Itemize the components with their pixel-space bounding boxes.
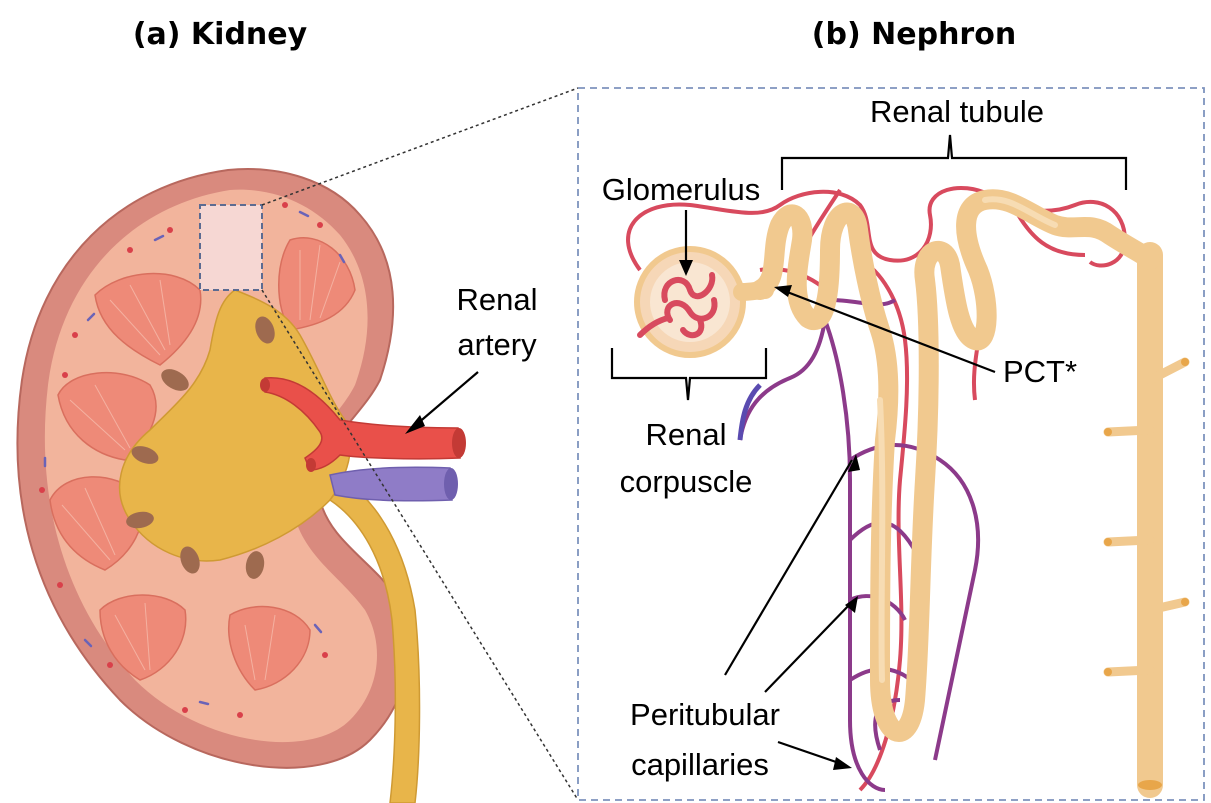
peritubular-capillaries-label-line1: Peritubular [630, 697, 780, 732]
renal-corpuscle-label-line2: corpuscle [620, 464, 753, 499]
peritubular-arrowhead-3 [833, 757, 852, 770]
peritubular-leader-3 [778, 742, 842, 764]
renal-artery-opening [452, 428, 466, 458]
peritubular-capillaries-label-line2: capillaries [631, 747, 769, 782]
nephron-panel: (b) Nephron [578, 17, 1204, 800]
nephron-panel-title: (b) Nephron [812, 17, 1016, 52]
renal-artery-label-line1: Renal [457, 282, 538, 317]
renal-tubule-label: Renal tubule [870, 94, 1044, 129]
renal-tubule-bracket [782, 135, 1126, 190]
renal-artery-branch-opening [260, 378, 270, 392]
renal-tubule [760, 199, 1150, 732]
renal-artery-label-line2: artery [457, 327, 537, 362]
collecting-duct [1108, 255, 1185, 785]
renal-vein [330, 467, 452, 501]
pct-start [742, 290, 765, 292]
peritubular-leader-2 [765, 602, 852, 692]
pct-label: PCT* [1003, 354, 1077, 389]
renal-artery-branch-opening [306, 458, 316, 472]
kidney-panel: (a) Kidney [17, 17, 537, 803]
kidney-panel-title: (a) Kidney [133, 17, 308, 52]
renal-vein-opening [444, 468, 458, 500]
renal-corpuscle [637, 249, 765, 355]
renal-corpuscle-label-line1: Renal [646, 417, 727, 452]
zoom-region-box [200, 205, 262, 290]
glomerulus-label: Glomerulus [602, 172, 761, 207]
